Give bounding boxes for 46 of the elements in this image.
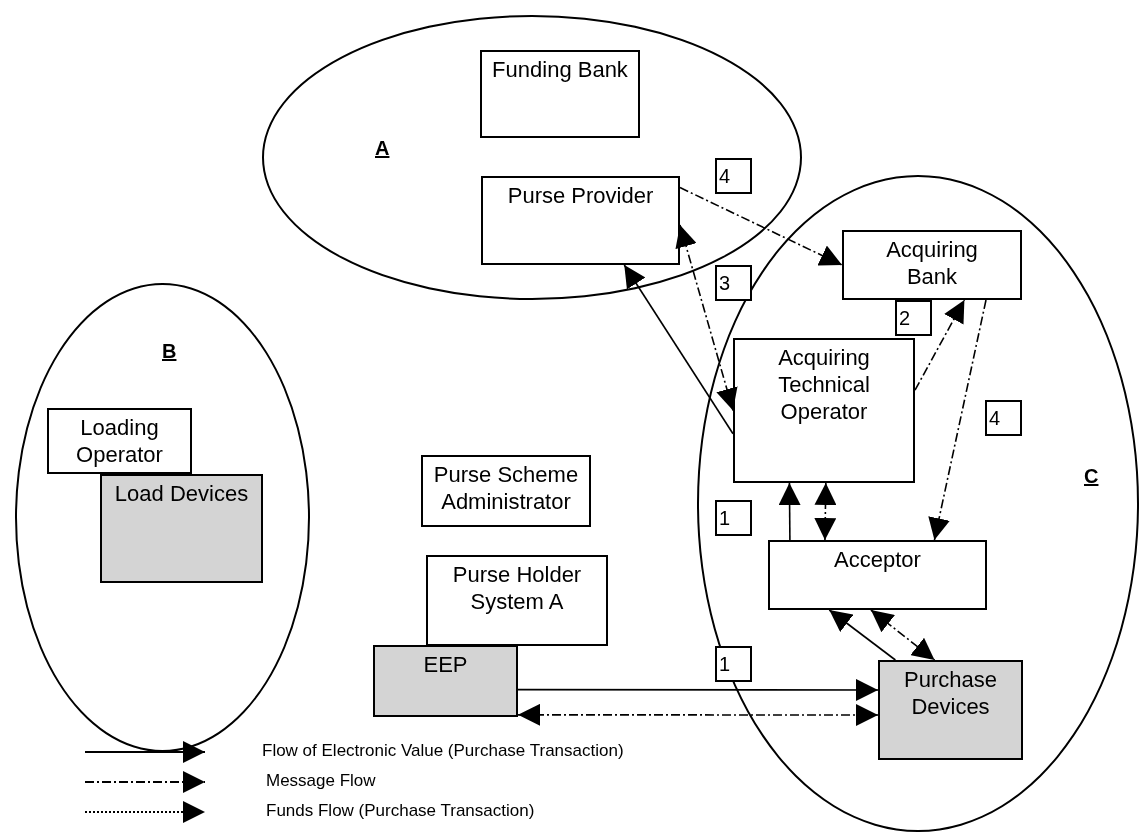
entity-box xyxy=(426,555,608,646)
callout-number: 3 xyxy=(715,265,752,301)
entity-box xyxy=(421,455,591,527)
arrow xyxy=(679,186,843,266)
box-label: Purse Holder System A xyxy=(451,561,583,615)
box-label: Acquiring Bank xyxy=(885,236,979,290)
group-label: C xyxy=(1084,465,1099,488)
entity-box xyxy=(480,50,640,138)
arrow xyxy=(517,703,879,726)
box-label: Acquiring Technical Operator xyxy=(777,344,871,425)
group-ellipse xyxy=(262,15,802,300)
entity-box xyxy=(878,660,1023,760)
arrow xyxy=(928,299,987,541)
entity-box xyxy=(768,540,987,610)
arrow xyxy=(870,609,936,661)
callout-number: 1 xyxy=(715,500,752,536)
box-label: Load Devices xyxy=(113,480,250,507)
box-label: Acceptor xyxy=(833,546,922,573)
legend-text: Funds Flow (Purchase Transaction) xyxy=(266,801,535,821)
box-label: EEP xyxy=(422,651,469,678)
entity-box xyxy=(47,408,192,474)
group-label: A xyxy=(375,137,390,160)
box-label: Purse Scheme Administrator xyxy=(432,461,580,515)
group-label: B xyxy=(162,340,177,363)
box-label: Loading Operator xyxy=(75,414,164,468)
box-label: Purse Provider xyxy=(506,182,655,209)
callout-number: 1 xyxy=(715,646,752,682)
callout-number: 4 xyxy=(985,400,1022,436)
entity-box xyxy=(373,645,518,717)
arrow xyxy=(914,299,966,391)
arrow xyxy=(517,679,879,701)
entity-box xyxy=(733,338,915,483)
callout-number: 2 xyxy=(895,300,932,336)
arrow xyxy=(778,482,801,541)
legend-text: Flow of Electronic Value (Purchase Transaction) xyxy=(262,741,624,761)
entity-box xyxy=(842,230,1022,300)
legend-text: Message Flow xyxy=(266,771,376,791)
arrow xyxy=(675,224,738,412)
arrow xyxy=(814,482,837,541)
callout-number: 4 xyxy=(715,158,752,194)
entity-box xyxy=(481,176,680,265)
box-label: Funding Bank xyxy=(491,56,629,83)
arrow xyxy=(828,609,897,661)
box-label: Purchase Devices xyxy=(903,666,998,720)
arrow xyxy=(623,264,734,435)
entity-box xyxy=(100,474,263,583)
